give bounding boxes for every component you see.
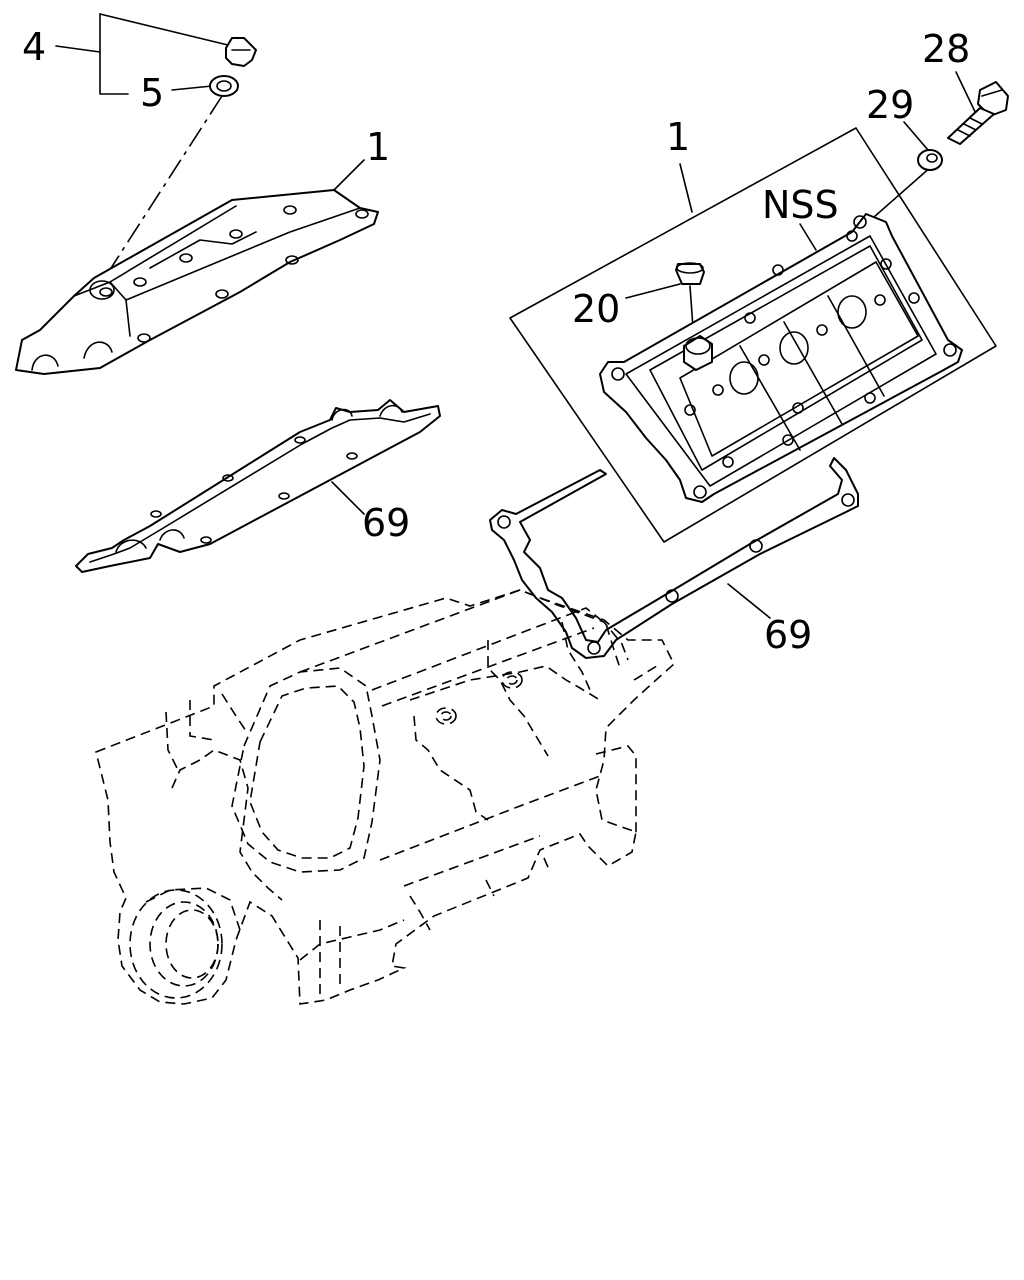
kit-box	[509, 127, 997, 543]
callout-5: 5	[140, 71, 164, 115]
callout-20: 20	[572, 287, 620, 331]
callout-4: 4	[22, 25, 46, 69]
callout-69-left: 69	[362, 501, 410, 545]
callout-nss: NSS	[762, 183, 839, 227]
engine-block-reference	[95, 589, 675, 1005]
cover-bolt	[947, 81, 1009, 145]
cap-seal-ring	[209, 75, 239, 97]
pcv-grommet	[675, 262, 705, 285]
callout-1-left: 1	[366, 125, 390, 169]
oil-filler-cap	[225, 37, 257, 67]
leader-lines	[55, 13, 979, 619]
callout-28: 28	[922, 27, 970, 71]
bolt-washer	[917, 149, 943, 171]
callout-69-right: 69	[764, 613, 812, 657]
head-cover-right	[599, 213, 963, 503]
head-cover-left	[15, 189, 379, 375]
callout-29: 29	[866, 83, 914, 127]
head-cover-gasket-left	[75, 399, 441, 573]
callout-1-right: 1	[666, 115, 690, 159]
